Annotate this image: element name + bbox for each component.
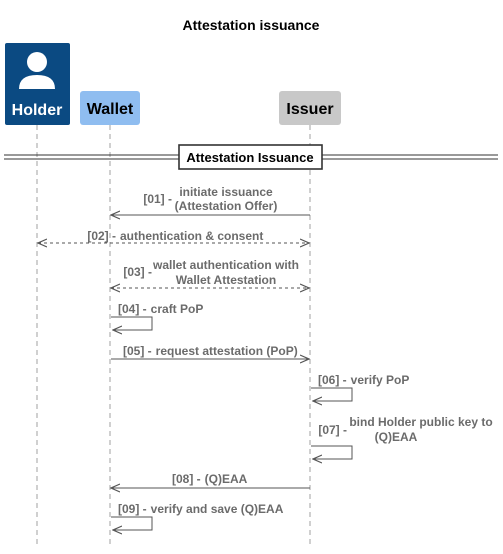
message-03-label-line1: wallet authentication with xyxy=(152,258,299,272)
message-07-number: [07] - xyxy=(318,423,347,437)
message-01-label-line2: (Attestation Offer) xyxy=(175,199,278,213)
message-06-text: verify PoP xyxy=(351,373,410,387)
participant-wallet: Wallet xyxy=(80,91,140,125)
message-01-number: [01] - xyxy=(143,192,172,206)
diagram-title: Attestation issuance xyxy=(183,17,320,33)
message-08-number: [08] - xyxy=(172,472,201,486)
message-09-number: [09] - xyxy=(118,502,147,516)
participant-issuer: Issuer xyxy=(279,91,341,125)
message-05: [05] - request attestation (PoP) xyxy=(111,344,309,359)
message-05-text: request attestation (PoP) xyxy=(156,344,298,358)
message-02-label: authentication & consent xyxy=(120,229,263,243)
message-03-number: [03] - xyxy=(123,265,152,279)
wallet-label: Wallet xyxy=(87,101,134,118)
message-08-text: (Q)EAA xyxy=(205,472,248,486)
section-label: Attestation Issuance xyxy=(186,150,313,165)
message-04-text: craft PoP xyxy=(151,302,204,316)
message-08-label: [08] - (Q)EAA xyxy=(172,472,248,486)
message-01-label-line1: initiate issuance xyxy=(179,185,273,199)
message-04: [04] - craft PoP xyxy=(111,302,203,330)
issuer-label: Issuer xyxy=(286,101,333,118)
person-icon xyxy=(19,52,55,89)
message-09-label: [09] - verify and save (Q)EAA xyxy=(118,502,284,516)
message-07: [07] - bind Holder public key to (Q)EAA xyxy=(311,415,493,459)
message-04-number: [04] - xyxy=(118,302,147,316)
holder-label: Holder xyxy=(12,102,63,119)
message-07-label-line2: (Q)EAA xyxy=(375,430,418,444)
message-02-number: [02] - xyxy=(87,229,116,243)
message-09: [09] - verify and save (Q)EAA xyxy=(111,502,284,530)
message-05-label: [05] - request attestation (PoP) xyxy=(123,344,298,358)
message-05-number: [05] - xyxy=(123,344,152,358)
message-03-label-line2: Wallet Attestation xyxy=(176,273,276,287)
message-04-label: [04] - craft PoP xyxy=(118,302,203,316)
section-divider: Attestation Issuance xyxy=(4,144,498,170)
message-07-label-line1: bind Holder public key to xyxy=(349,415,492,429)
participant-holder: Holder xyxy=(5,43,70,125)
message-02: [02] - authentication & consent xyxy=(38,229,309,243)
message-09-text: verify and save (Q)EAA xyxy=(151,502,284,516)
message-06: [06] - verify PoP xyxy=(311,373,409,401)
message-01: [01] - initiate issuance (Attestation Of… xyxy=(111,185,310,215)
message-06-label: [06] - verify PoP xyxy=(318,373,409,387)
message-08: [08] - (Q)EAA xyxy=(111,472,310,488)
message-03: [03] - wallet authentication with Wallet… xyxy=(111,258,309,288)
message-06-number: [06] - xyxy=(318,373,347,387)
